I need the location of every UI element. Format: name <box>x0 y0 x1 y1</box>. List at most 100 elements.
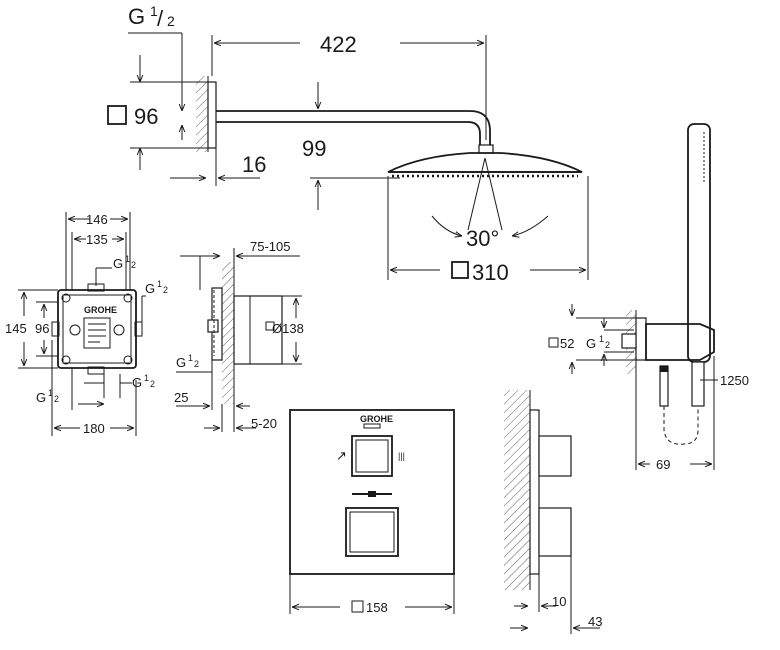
angle-arrow <box>431 215 462 236</box>
frac-den: 2 <box>194 359 199 369</box>
thread-right-label: G <box>145 281 155 296</box>
box-front-view: 146 135 G 1 2 GROHE G 1 2 <box>5 212 168 436</box>
box-brand: GROHE <box>84 305 117 315</box>
diameter: Ø138 <box>272 321 304 336</box>
frac-den: 2 <box>150 379 155 389</box>
trim-plate-view: GROHE ↗ ||| 158 <box>289 409 455 615</box>
thread-top-label: G <box>113 256 123 271</box>
wall-hatch <box>196 76 208 152</box>
shower-arm <box>216 110 491 146</box>
screw-icon <box>61 293 71 303</box>
thread-bottom-left-label: G <box>36 390 46 405</box>
wall-elbow <box>635 317 647 361</box>
box-body <box>57 289 137 369</box>
handshower-holder <box>645 323 715 361</box>
frac-num: 1 <box>144 373 149 383</box>
screw-icon <box>123 293 133 303</box>
spray-line <box>484 157 503 231</box>
frac-den: 2 <box>54 394 59 404</box>
trim-side-view: 10 43 <box>504 390 602 634</box>
handle-right-symbol: ||| <box>398 451 405 461</box>
screw-icon <box>61 355 71 365</box>
wall-hatch <box>222 262 234 404</box>
spray-angle: 30° <box>466 226 499 251</box>
valve-port-icon <box>113 324 125 336</box>
valve-port-icon <box>69 324 81 336</box>
box-side-view: 75-105 Ø138 G 1 2 25 5-20 <box>174 239 304 432</box>
trim-divider-mark <box>368 491 376 497</box>
thermostat-handle <box>351 435 393 477</box>
handshower-hose-end <box>691 361 705 407</box>
trim-brand: GROHE <box>360 414 393 424</box>
wall-flange <box>207 81 217 149</box>
frac-num: 1 <box>157 279 162 289</box>
frac-num: 1 <box>125 254 130 264</box>
side-thread-label: G <box>176 355 186 370</box>
box-inlet-top <box>87 283 105 292</box>
depth-range: 75-105 <box>250 239 290 254</box>
frac-num: 1 <box>599 334 604 344</box>
flange-size: 96 <box>134 104 158 129</box>
square-symbol-icon <box>351 600 364 613</box>
thread-bottom-right-label: G <box>132 375 142 390</box>
side-offset: 25 <box>174 390 188 405</box>
elbow-size: 52 <box>560 336 574 351</box>
frac-num: 1 <box>48 388 53 398</box>
hose-nut <box>660 366 668 372</box>
hose <box>663 406 699 445</box>
head-shower-view: G 1 / 2 96 422 16 99 <box>107 3 589 285</box>
side-box-port <box>207 319 219 333</box>
box-bottom-width: 180 <box>83 421 105 436</box>
box-width-outer: 146 <box>86 212 108 227</box>
thread-frac-num: 1 <box>150 3 158 19</box>
side-box-detail <box>265 321 275 331</box>
arm-drop: 99 <box>302 136 326 161</box>
thermostat-handle-inner <box>355 439 389 473</box>
head-size: 310 <box>472 260 509 285</box>
hand-shower-view: 52 G 1 2 1250 69 <box>548 123 749 472</box>
elbow-outlet <box>621 333 637 349</box>
spray-line <box>467 157 486 231</box>
trim-side-handle-top <box>538 435 572 477</box>
trim-side-handle-bottom <box>538 507 572 557</box>
box-width-inner: 135 <box>86 232 108 247</box>
angle-arrow <box>512 215 549 236</box>
trim-side-plate <box>529 409 540 575</box>
square-symbol-icon <box>548 337 559 348</box>
diverter-handle <box>345 507 399 557</box>
box-height-inner: 96 <box>35 321 49 336</box>
box-inlet-bottom <box>87 366 105 375</box>
screw-icon <box>123 355 133 365</box>
arm-length: 422 <box>320 32 357 57</box>
frac-num: 1 <box>188 353 193 363</box>
trim-depth-a: 10 <box>552 594 566 609</box>
frac-slash: / <box>157 6 164 31</box>
shower-arm <box>216 121 481 146</box>
thread-frac-den: 2 <box>167 13 175 29</box>
square-symbol-icon <box>451 261 469 279</box>
holder-depth: 69 <box>656 457 670 472</box>
diverter-handle-inner <box>349 511 395 553</box>
box-height-outer: 145 <box>5 321 27 336</box>
box-label-plate <box>83 317 111 349</box>
wall-hatch <box>504 390 530 590</box>
frac-den: 2 <box>605 340 610 350</box>
frac-den: 2 <box>163 285 168 295</box>
hose-length: 1250 <box>720 373 749 388</box>
frac-den: 2 <box>131 260 136 270</box>
thread-label: G <box>128 4 145 29</box>
trim-width: 158 <box>366 600 388 615</box>
square-symbol-icon <box>107 105 127 125</box>
head-connector <box>478 144 494 154</box>
trim-depth-b: 43 <box>588 614 602 629</box>
box-inlet-left <box>51 321 60 337</box>
flange-depth: 16 <box>242 152 266 177</box>
trim-brand-bar <box>363 423 381 429</box>
box-inner <box>62 294 132 364</box>
wall-range: 5-20 <box>251 416 277 431</box>
handshower-thread-label: G <box>586 336 596 351</box>
shower-head <box>387 152 583 173</box>
handle-left-symbol: ↗ <box>336 448 347 463</box>
trim-plate <box>289 409 455 575</box>
